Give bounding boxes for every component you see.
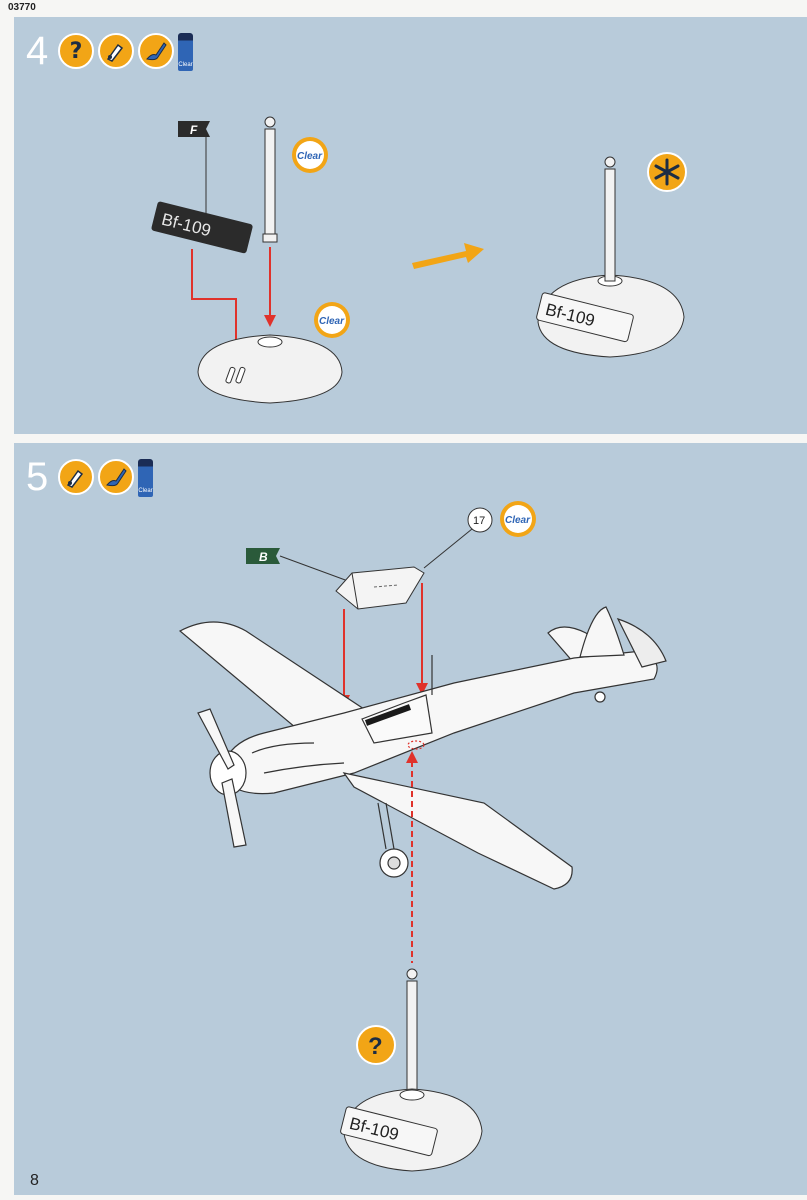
step-4-panel: 4 ? Clear F Bf-109 Clear xyxy=(14,17,807,434)
decal-flag-label: B xyxy=(259,550,268,564)
glue-brush-icon xyxy=(58,459,94,495)
paint-brush-icon xyxy=(98,459,134,495)
clear-paint-bottle-icon: Clear xyxy=(138,459,153,497)
stand-base xyxy=(197,334,343,404)
nameplate-part: Bf-109 xyxy=(151,201,253,254)
airplane-model xyxy=(178,606,667,890)
clear-badge-base: Clear xyxy=(314,302,350,338)
clear-badge-rod: Clear xyxy=(292,137,328,173)
step-5-illustration: 17 Clear B xyxy=(178,501,667,1172)
decal-flag-label: F xyxy=(190,123,198,137)
clear-badge-canopy: Clear xyxy=(500,501,536,537)
step-number: 5 xyxy=(26,455,49,499)
drying-time-icon xyxy=(647,152,687,192)
step-number: 4 xyxy=(26,29,49,73)
assembled-stand: Bf-109 xyxy=(340,968,483,1172)
decal-flag-b: B xyxy=(246,548,280,564)
paint-brush-icon xyxy=(138,33,174,69)
glue-brush-icon xyxy=(98,33,134,69)
step-5-panel: 5 Clear 17 Clear B xyxy=(14,443,807,1195)
decal-flag-f: F xyxy=(178,121,210,137)
page-number: 8 xyxy=(30,1172,39,1189)
clear-badge-text: Clear xyxy=(297,151,323,162)
assembled-stand: Bf-109 xyxy=(536,156,685,358)
part-number-label: 17 xyxy=(473,515,485,527)
catalog-number: 03770 xyxy=(8,2,36,13)
canopy-part xyxy=(335,566,425,610)
question-icon-glyph: ? xyxy=(368,1033,383,1060)
result-arrow xyxy=(412,243,484,269)
clear-badge-text: Clear xyxy=(319,316,345,327)
step-4-icon-row: ? Clear xyxy=(58,33,193,71)
clear-paint-bottle-icon: Clear xyxy=(178,33,193,71)
clear-badge-text: Clear xyxy=(505,515,531,526)
part-number-17: 17 xyxy=(467,507,493,533)
step-4-illustration: F Bf-109 Clear Clear xyxy=(151,116,687,404)
step-5-icon-row: Clear xyxy=(58,459,153,497)
question-icon: ? xyxy=(58,33,94,69)
question-icon: ? xyxy=(356,1025,396,1065)
